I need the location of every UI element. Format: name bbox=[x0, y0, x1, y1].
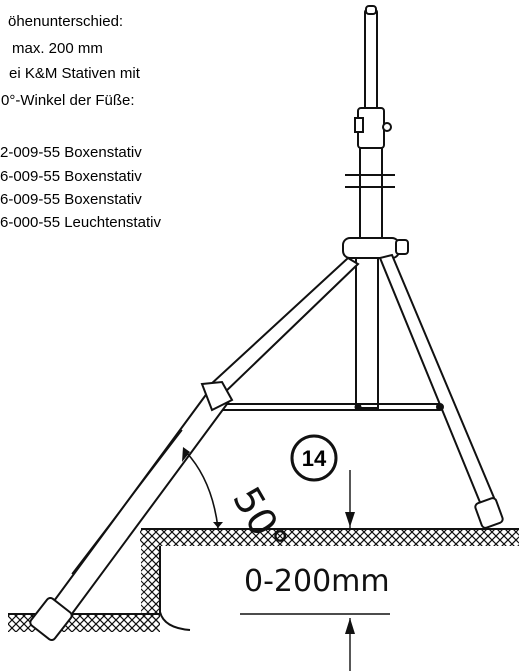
model-item: 2-009-55 Boxenstativ bbox=[0, 144, 142, 161]
sloped-leg bbox=[29, 380, 234, 642]
stand-note-label: ei K&M Stativen mit bbox=[9, 65, 140, 82]
max-height-label: max. 200 mm bbox=[12, 40, 103, 57]
height-difference-label: öhenunterschied: bbox=[8, 13, 124, 30]
tripod-mast bbox=[342, 5, 409, 409]
callout-number: 14 bbox=[302, 446, 327, 471]
model-item: 6-009-55 Boxenstativ bbox=[0, 168, 142, 185]
dimension-label: 0-200mm bbox=[244, 564, 390, 599]
callout-14: 14 bbox=[290, 434, 338, 482]
height-dimension: 0-200mm bbox=[240, 470, 390, 671]
dimension-area bbox=[160, 546, 520, 636]
upper-ground bbox=[141, 529, 519, 546]
model-item: 6-009-55 Boxenstativ bbox=[0, 191, 142, 208]
foot-angle-label: 0°-Winkel der Füße: bbox=[1, 92, 135, 109]
model-item: 6-000-55 Leuchtenstativ bbox=[0, 214, 161, 231]
